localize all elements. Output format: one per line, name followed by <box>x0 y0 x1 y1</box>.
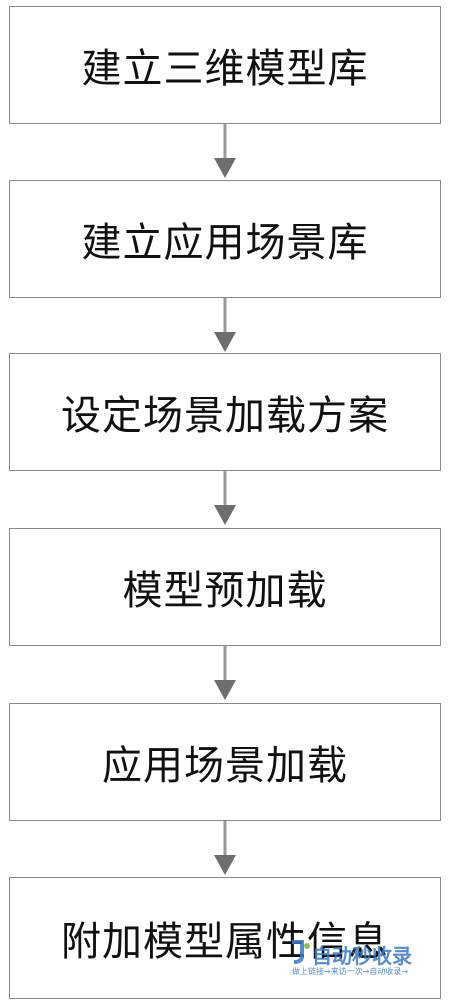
watermark-logo: 自动秒收录 做上链接→来访一次→自动收录→ <box>288 938 438 988</box>
step-6-label: 附加模型属性信息 <box>61 919 389 965</box>
step-3-label: 设定场景加载方案 <box>61 393 389 439</box>
step-4-label: 模型预加载 <box>122 568 328 614</box>
step-1-label: 建立三维模型库 <box>81 46 369 92</box>
step-6-box: 附加模型属性信息 <box>9 877 441 999</box>
step-2-box: 建立应用场景库 <box>9 180 441 298</box>
arrow-5-6 <box>214 821 236 875</box>
watermark-icon <box>292 940 310 964</box>
arrow-3-4 <box>214 471 236 525</box>
arrow-1-2 <box>214 124 236 178</box>
step-1-box: 建立三维模型库 <box>9 6 441 124</box>
step-5-label: 应用场景加载 <box>102 743 348 789</box>
arrow-2-3 <box>214 298 236 352</box>
step-3-box: 设定场景加载方案 <box>9 353 441 471</box>
step-4-box: 模型预加载 <box>9 528 441 646</box>
step-5-box: 应用场景加载 <box>9 703 441 821</box>
arrow-4-5 <box>214 646 236 700</box>
step-2-label: 建立应用场景库 <box>81 220 369 266</box>
watermark-subtitle: 做上链接→来访一次→自动收录→ <box>292 967 409 976</box>
watermark-title: 自动秒收录 <box>312 944 412 968</box>
